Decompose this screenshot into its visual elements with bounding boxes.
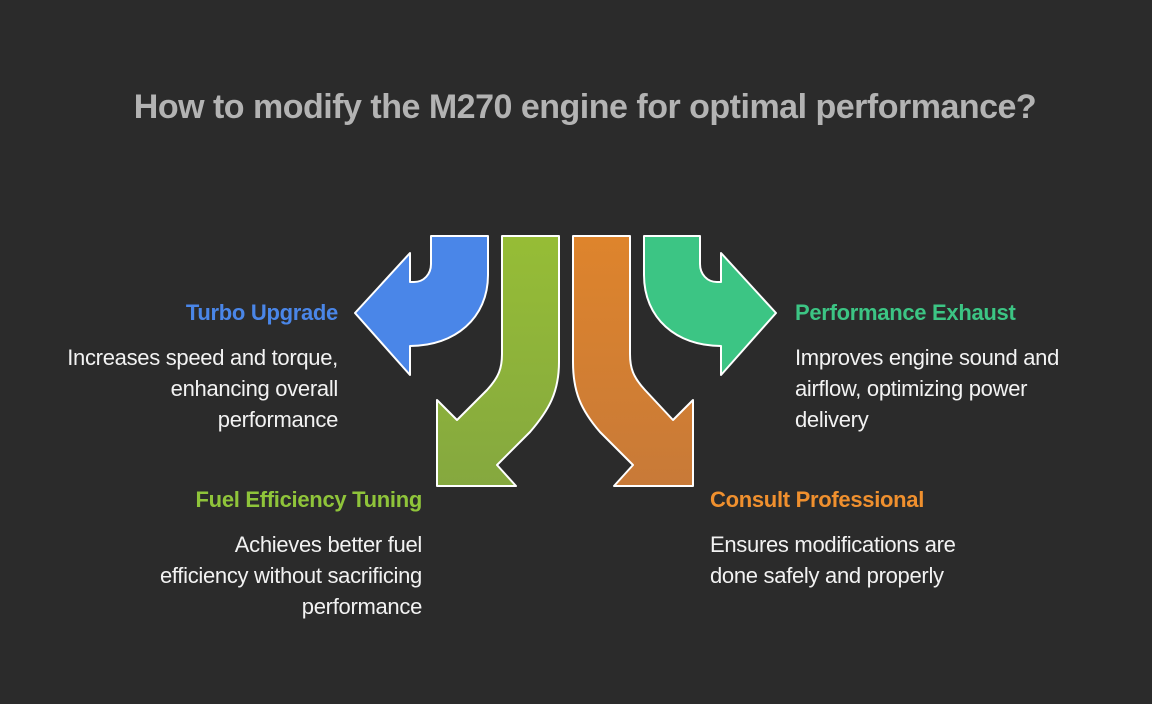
- description-line: Improves engine sound and: [795, 345, 1060, 370]
- option-heading: Consult Professional: [710, 487, 925, 512]
- description-line: performance: [301, 594, 423, 619]
- diagram-title: How to modify the M270 engine for optima…: [133, 88, 1037, 126]
- option-turbo-upgrade: Turbo Upgrade Increases speed and torque…: [8, 298, 338, 435]
- description-line: Ensures modifications are: [710, 532, 956, 557]
- option-description: Achieves better fuel efficiency without …: [92, 529, 422, 622]
- option-heading: Performance Exhaust: [795, 300, 1016, 325]
- description-line: Achieves better fuel: [234, 532, 423, 557]
- turbo-arrow-icon: [354, 235, 489, 376]
- option-consult-professional: Consult Professional Ensures modificatio…: [710, 485, 1040, 591]
- option-performance-exhaust: Performance Exhaust Improves engine soun…: [795, 298, 1125, 435]
- consult-arrow-icon: [572, 235, 694, 487]
- description-line: performance: [217, 407, 339, 432]
- description-line: efficiency without sacrificing: [159, 563, 422, 588]
- description-line: airflow, optimizing power: [795, 376, 1028, 401]
- option-heading: Turbo Upgrade: [185, 300, 338, 325]
- option-description: Improves engine sound and airflow, optim…: [795, 342, 1125, 435]
- description-line: done safely and properly: [710, 563, 944, 588]
- description-line: delivery: [795, 407, 869, 432]
- fuel-arrow-icon: [436, 235, 560, 487]
- description-line: Increases speed and torque,: [67, 345, 338, 370]
- option-description: Increases speed and torque, enhancing ov…: [8, 342, 338, 435]
- option-fuel-efficiency-tuning: Fuel Efficiency Tuning Achieves better f…: [92, 485, 422, 622]
- option-heading: Fuel Efficiency Tuning: [195, 487, 423, 512]
- exhaust-arrow-icon: [643, 235, 777, 376]
- description-line: enhancing overall: [170, 376, 339, 401]
- option-description: Ensures modifications are done safely an…: [710, 529, 1040, 591]
